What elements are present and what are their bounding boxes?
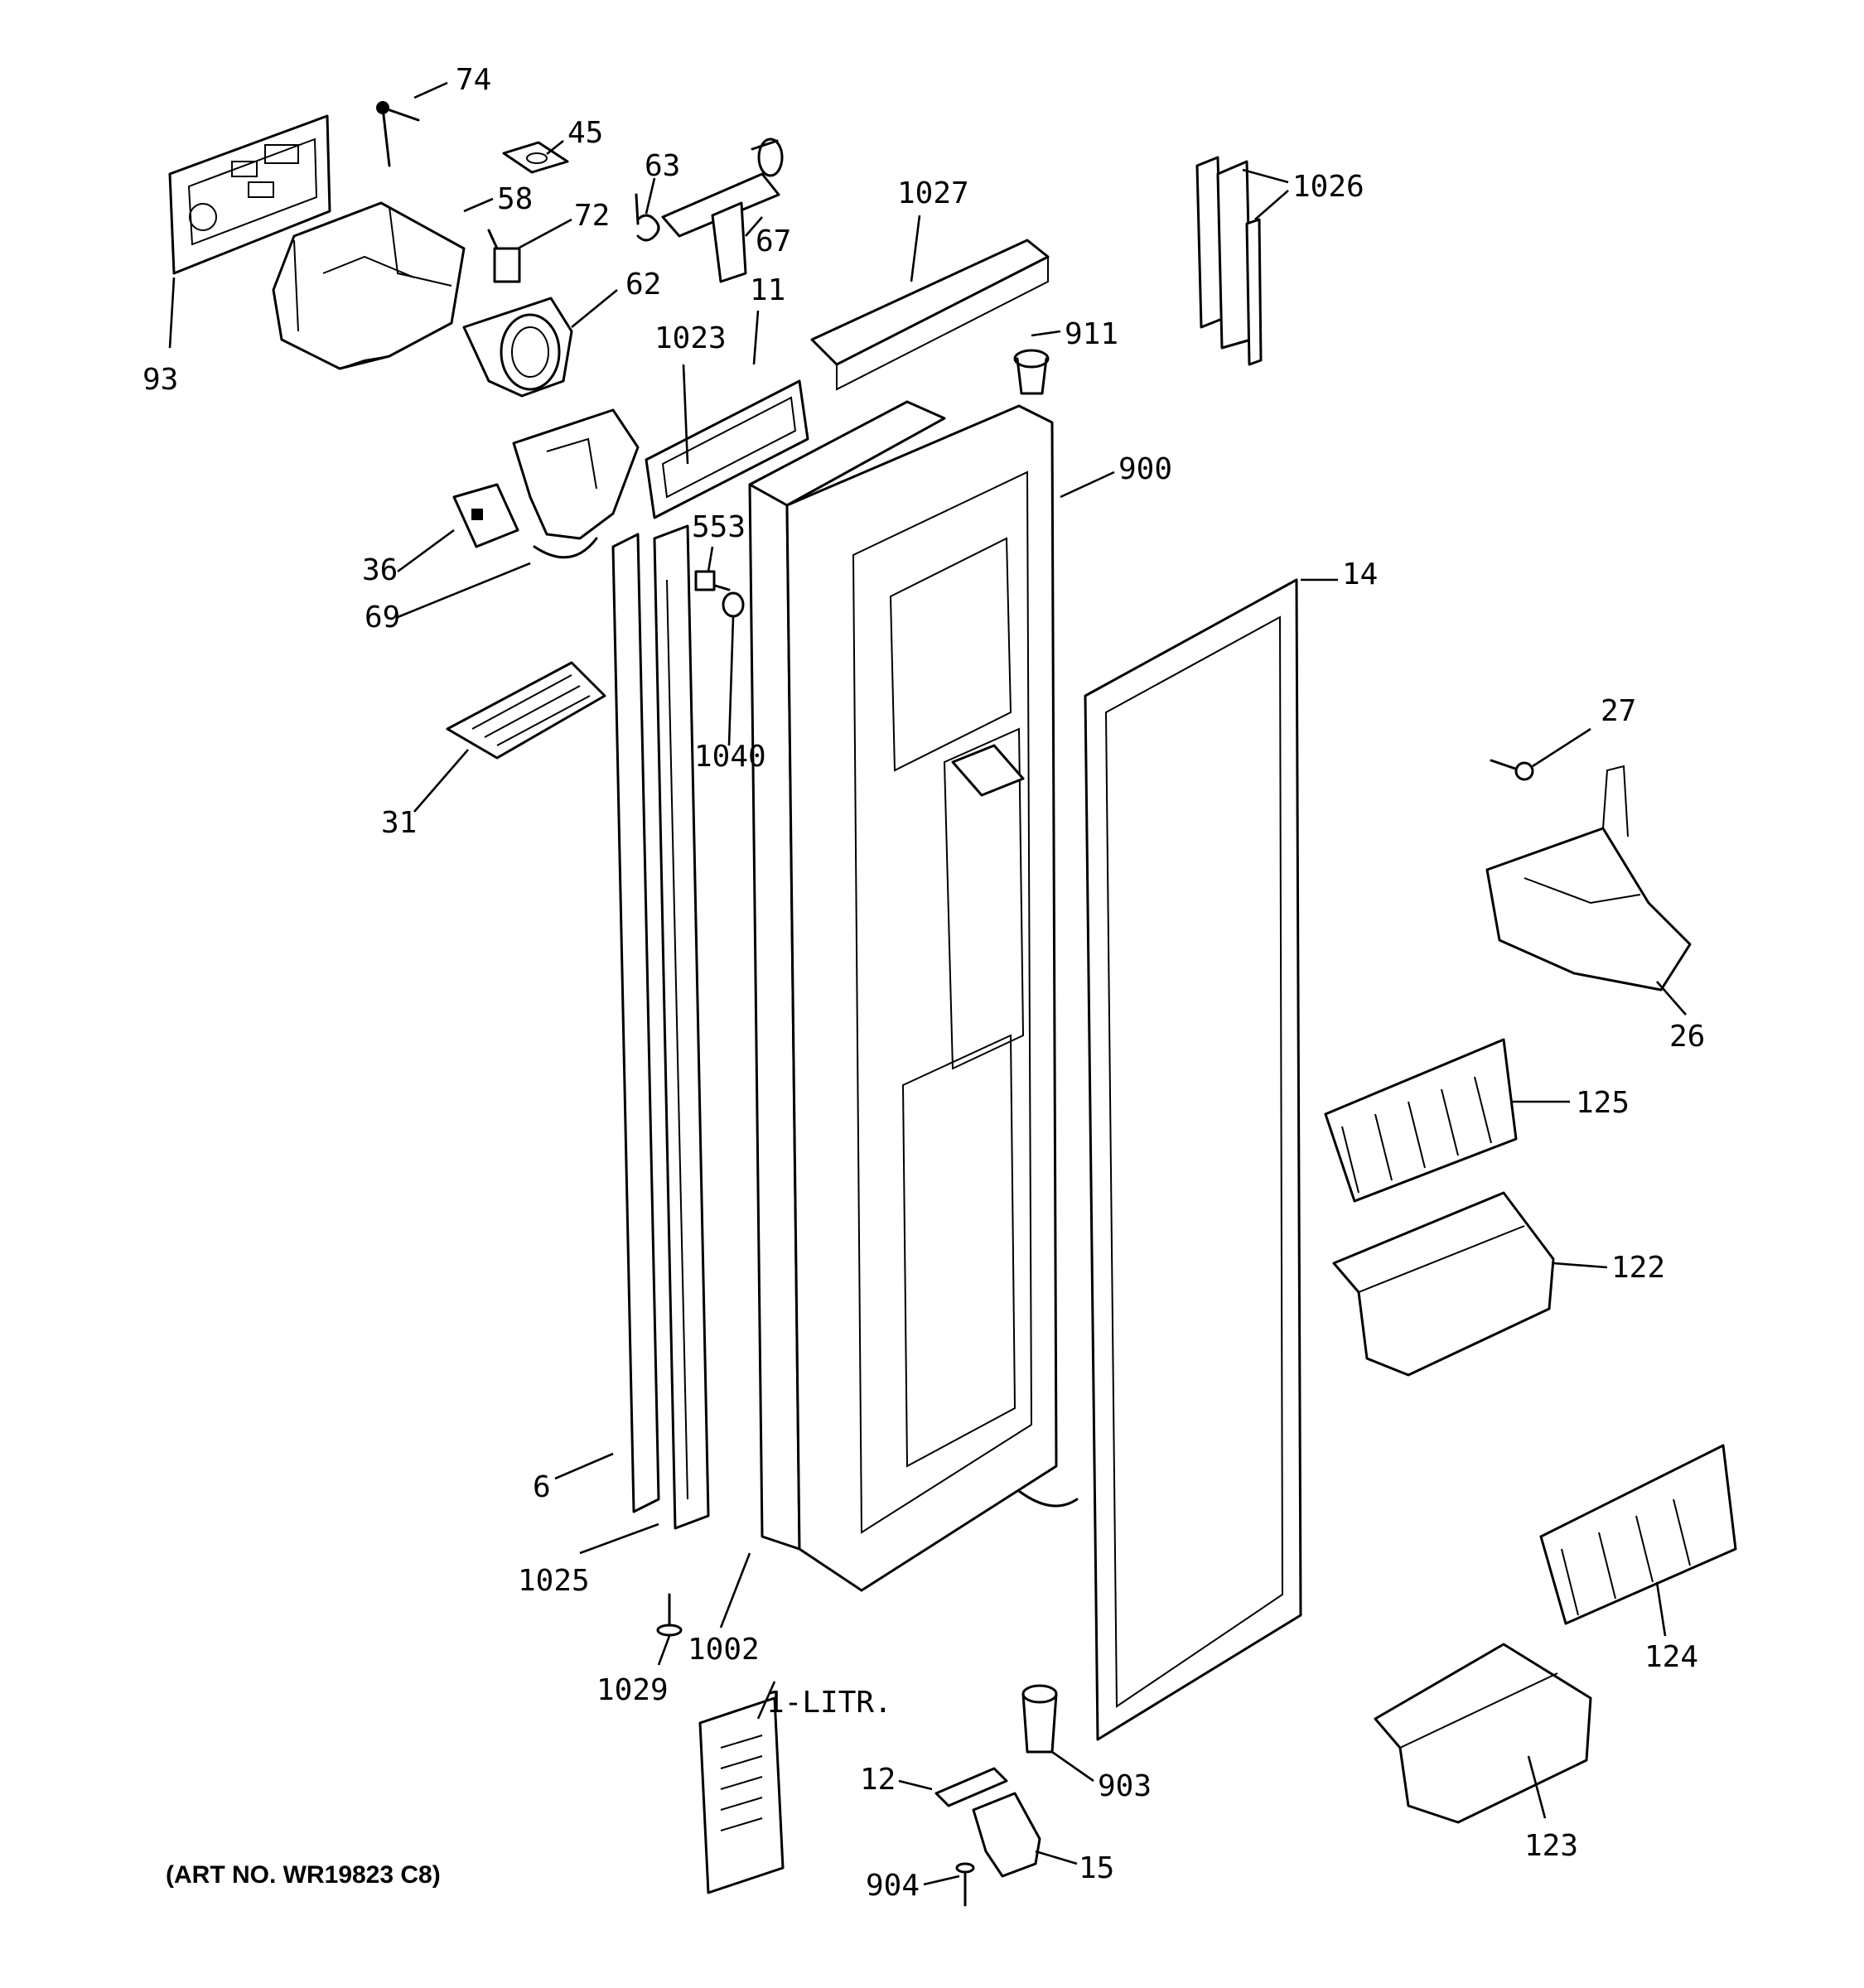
callout-903: 903 [1098, 1769, 1152, 1803]
callout-122: 122 [1611, 1251, 1665, 1285]
callout-14: 14 [1342, 557, 1378, 591]
part-liner-strip-1025 [653, 524, 710, 1530]
part-screw-27 [1490, 759, 1534, 781]
callout-1023: 1023 [654, 321, 727, 355]
callout-58: 58 [497, 182, 533, 216]
part-ring-62 [462, 297, 573, 398]
part-bin-26 [1485, 765, 1692, 992]
callout-1027: 1027 [897, 176, 969, 210]
callout-11: 11 [750, 273, 785, 307]
part-wire-basket-125 [1324, 1038, 1518, 1203]
part-door-gasket-14 [1084, 578, 1302, 1741]
callout-1025: 1025 [518, 1564, 590, 1598]
part-bracket-45 [502, 141, 569, 174]
callout-900: 900 [1118, 452, 1172, 486]
part-door-side-1002 [748, 400, 946, 1551]
part-screw-553 [694, 570, 731, 591]
part-frame-11 [645, 379, 809, 519]
part-screw-1029 [656, 1593, 683, 1637]
callout-27: 27 [1601, 694, 1636, 728]
callout-1029: 1029 [596, 1673, 669, 1707]
callout-26: 26 [1669, 1020, 1705, 1054]
part-bin-122 [1332, 1191, 1555, 1377]
part-spring-63 [635, 193, 660, 242]
part-bushing-911 [1013, 349, 1050, 395]
part-top-trim-1027 [810, 239, 1050, 391]
callout-15: 15 [1079, 1851, 1114, 1885]
part-hinge-67 [661, 138, 784, 283]
callout-1002: 1002 [688, 1633, 760, 1667]
part-gasket-strip-6 [611, 533, 660, 1513]
part-literature [698, 1696, 785, 1894]
callout-1026: 1026 [1292, 170, 1364, 204]
callout-123: 123 [1524, 1829, 1578, 1863]
part-hinge-15 [972, 1792, 1041, 1878]
callout-74: 74 [456, 63, 491, 97]
callout-62: 62 [625, 268, 661, 302]
part-screw-904 [955, 1862, 975, 1907]
callout-904: 904 [866, 1869, 920, 1903]
part-dispenser-housing [272, 201, 466, 370]
part-pin-1040 [722, 591, 745, 618]
part-control-panel [168, 114, 331, 275]
part-door-900 [785, 404, 1079, 1592]
callout-36: 36 [362, 553, 398, 587]
callout-31: 31 [381, 806, 417, 840]
part-switch-72 [487, 229, 521, 283]
part-pin-903 [1021, 1684, 1058, 1754]
part-bin-123 [1374, 1643, 1592, 1824]
part-grille-31 [446, 661, 606, 760]
callout-6: 6 [533, 1470, 551, 1504]
callout-1-litr: 1-LITR. [766, 1686, 892, 1720]
callout-69: 69 [365, 601, 400, 635]
leader-lines [168, 81, 1687, 1886]
callout-45: 45 [567, 116, 603, 150]
callout-63: 63 [645, 149, 680, 183]
callout-93: 93 [142, 363, 178, 397]
callout-911: 911 [1065, 317, 1118, 351]
part-wire-basket-124 [1539, 1444, 1737, 1625]
callout-72: 72 [574, 199, 610, 233]
part-side-trim-1026 [1195, 156, 1263, 366]
callout-12: 12 [860, 1763, 896, 1797]
part-plate-12 [934, 1767, 1008, 1807]
art-number: (ART NO. WR19823 C8) [166, 1861, 441, 1889]
callout-1040: 1040 [694, 740, 766, 774]
callout-553: 553 [692, 510, 746, 544]
callout-labels: 74 45 63 58 72 67 1027 1026 93 62 11 102… [142, 63, 1705, 1903]
part-spring-74 [376, 101, 420, 167]
callout-124: 124 [1644, 1640, 1698, 1674]
callout-67: 67 [756, 224, 791, 258]
callout-125: 125 [1576, 1086, 1630, 1120]
part-chute-69 [512, 408, 640, 559]
part-bracket-36 [452, 483, 519, 548]
